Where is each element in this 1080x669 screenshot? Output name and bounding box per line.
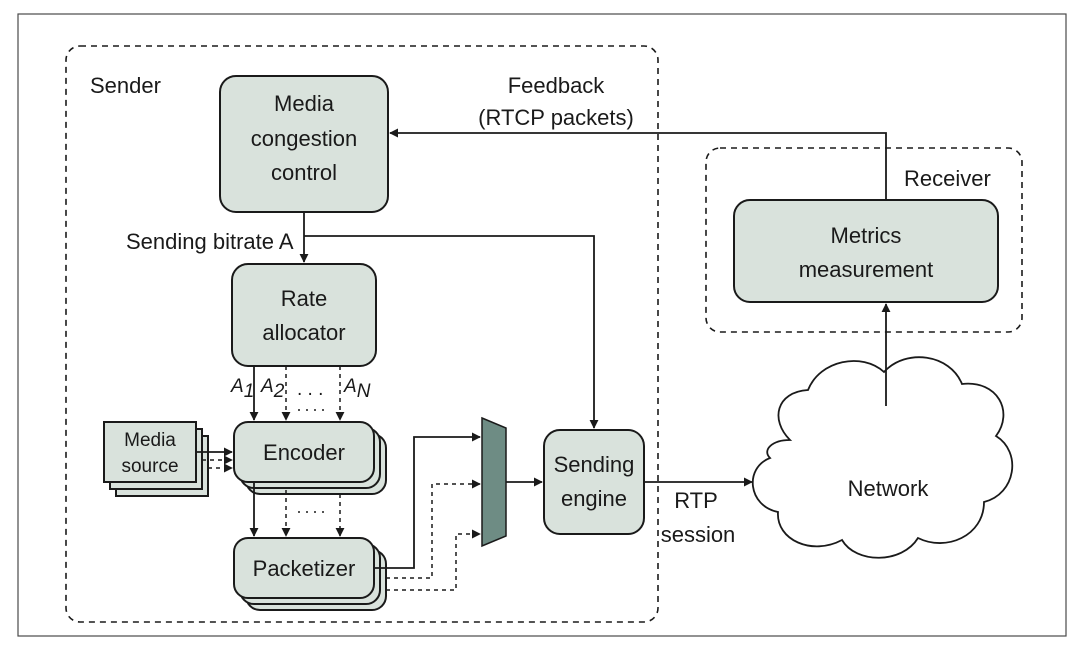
media-source-stack: Media source (103, 421, 209, 497)
packetizer-to-mux-arrow (374, 432, 481, 569)
packetizer-to-mux-arrow-2 (386, 479, 481, 579)
media-congestion-control-box: Media congestion control (219, 75, 389, 213)
svg-text:Encoder: Encoder (263, 440, 345, 465)
rate-allocator-box: Rate allocator (231, 263, 377, 367)
figure-frame (17, 13, 1067, 637)
network-label: Network (848, 476, 930, 501)
encoder-stack: Encoder (233, 421, 387, 495)
packetizer-stack: Packetizer (233, 537, 387, 611)
svg-text:Sending: Sending (554, 452, 635, 477)
rate-a2-label: A2 (260, 376, 285, 402)
svg-text:engine: engine (561, 486, 627, 511)
svg-text:Media: Media (274, 91, 335, 116)
svg-text:control: control (271, 160, 337, 185)
metrics-measurement-box: Metrics measurement (733, 199, 999, 303)
svg-text:Rate: Rate (281, 286, 327, 311)
svg-text:Media: Media (124, 430, 176, 451)
receiver-region (705, 147, 1023, 333)
sender-label: Sender (90, 73, 161, 98)
svg-text:measurement: measurement (799, 257, 934, 282)
receiver-label: Receiver (904, 166, 991, 191)
mux-trapezoid-icon (481, 416, 507, 548)
feedback-arrow (389, 128, 887, 200)
bitrate-to-engine-arrow (304, 235, 599, 429)
feedback-label: Feedback (508, 73, 606, 98)
svg-text:Packetizer: Packetizer (253, 556, 356, 581)
rate-an-label: AN (343, 376, 371, 402)
feedback-label-sub: (RTCP packets) (478, 105, 634, 130)
cloud-icon (752, 356, 1014, 559)
sender-region (65, 45, 659, 623)
sending-engine-box: Sending engine (543, 429, 645, 535)
svg-text:allocator: allocator (262, 320, 345, 345)
svg-text:congestion: congestion (251, 126, 357, 151)
rtp-label: RTP (674, 488, 718, 513)
svg-text:Metrics: Metrics (831, 223, 902, 248)
rate-ellipsis: . . . (297, 379, 323, 400)
sending-bitrate-label: Sending bitrate A (126, 229, 294, 254)
rate-a1-label: A1 (230, 376, 254, 402)
packetizer-to-mux-arrow-3 (386, 529, 481, 591)
svg-text:source: source (121, 456, 178, 477)
rtp-session-label: session (661, 522, 736, 547)
